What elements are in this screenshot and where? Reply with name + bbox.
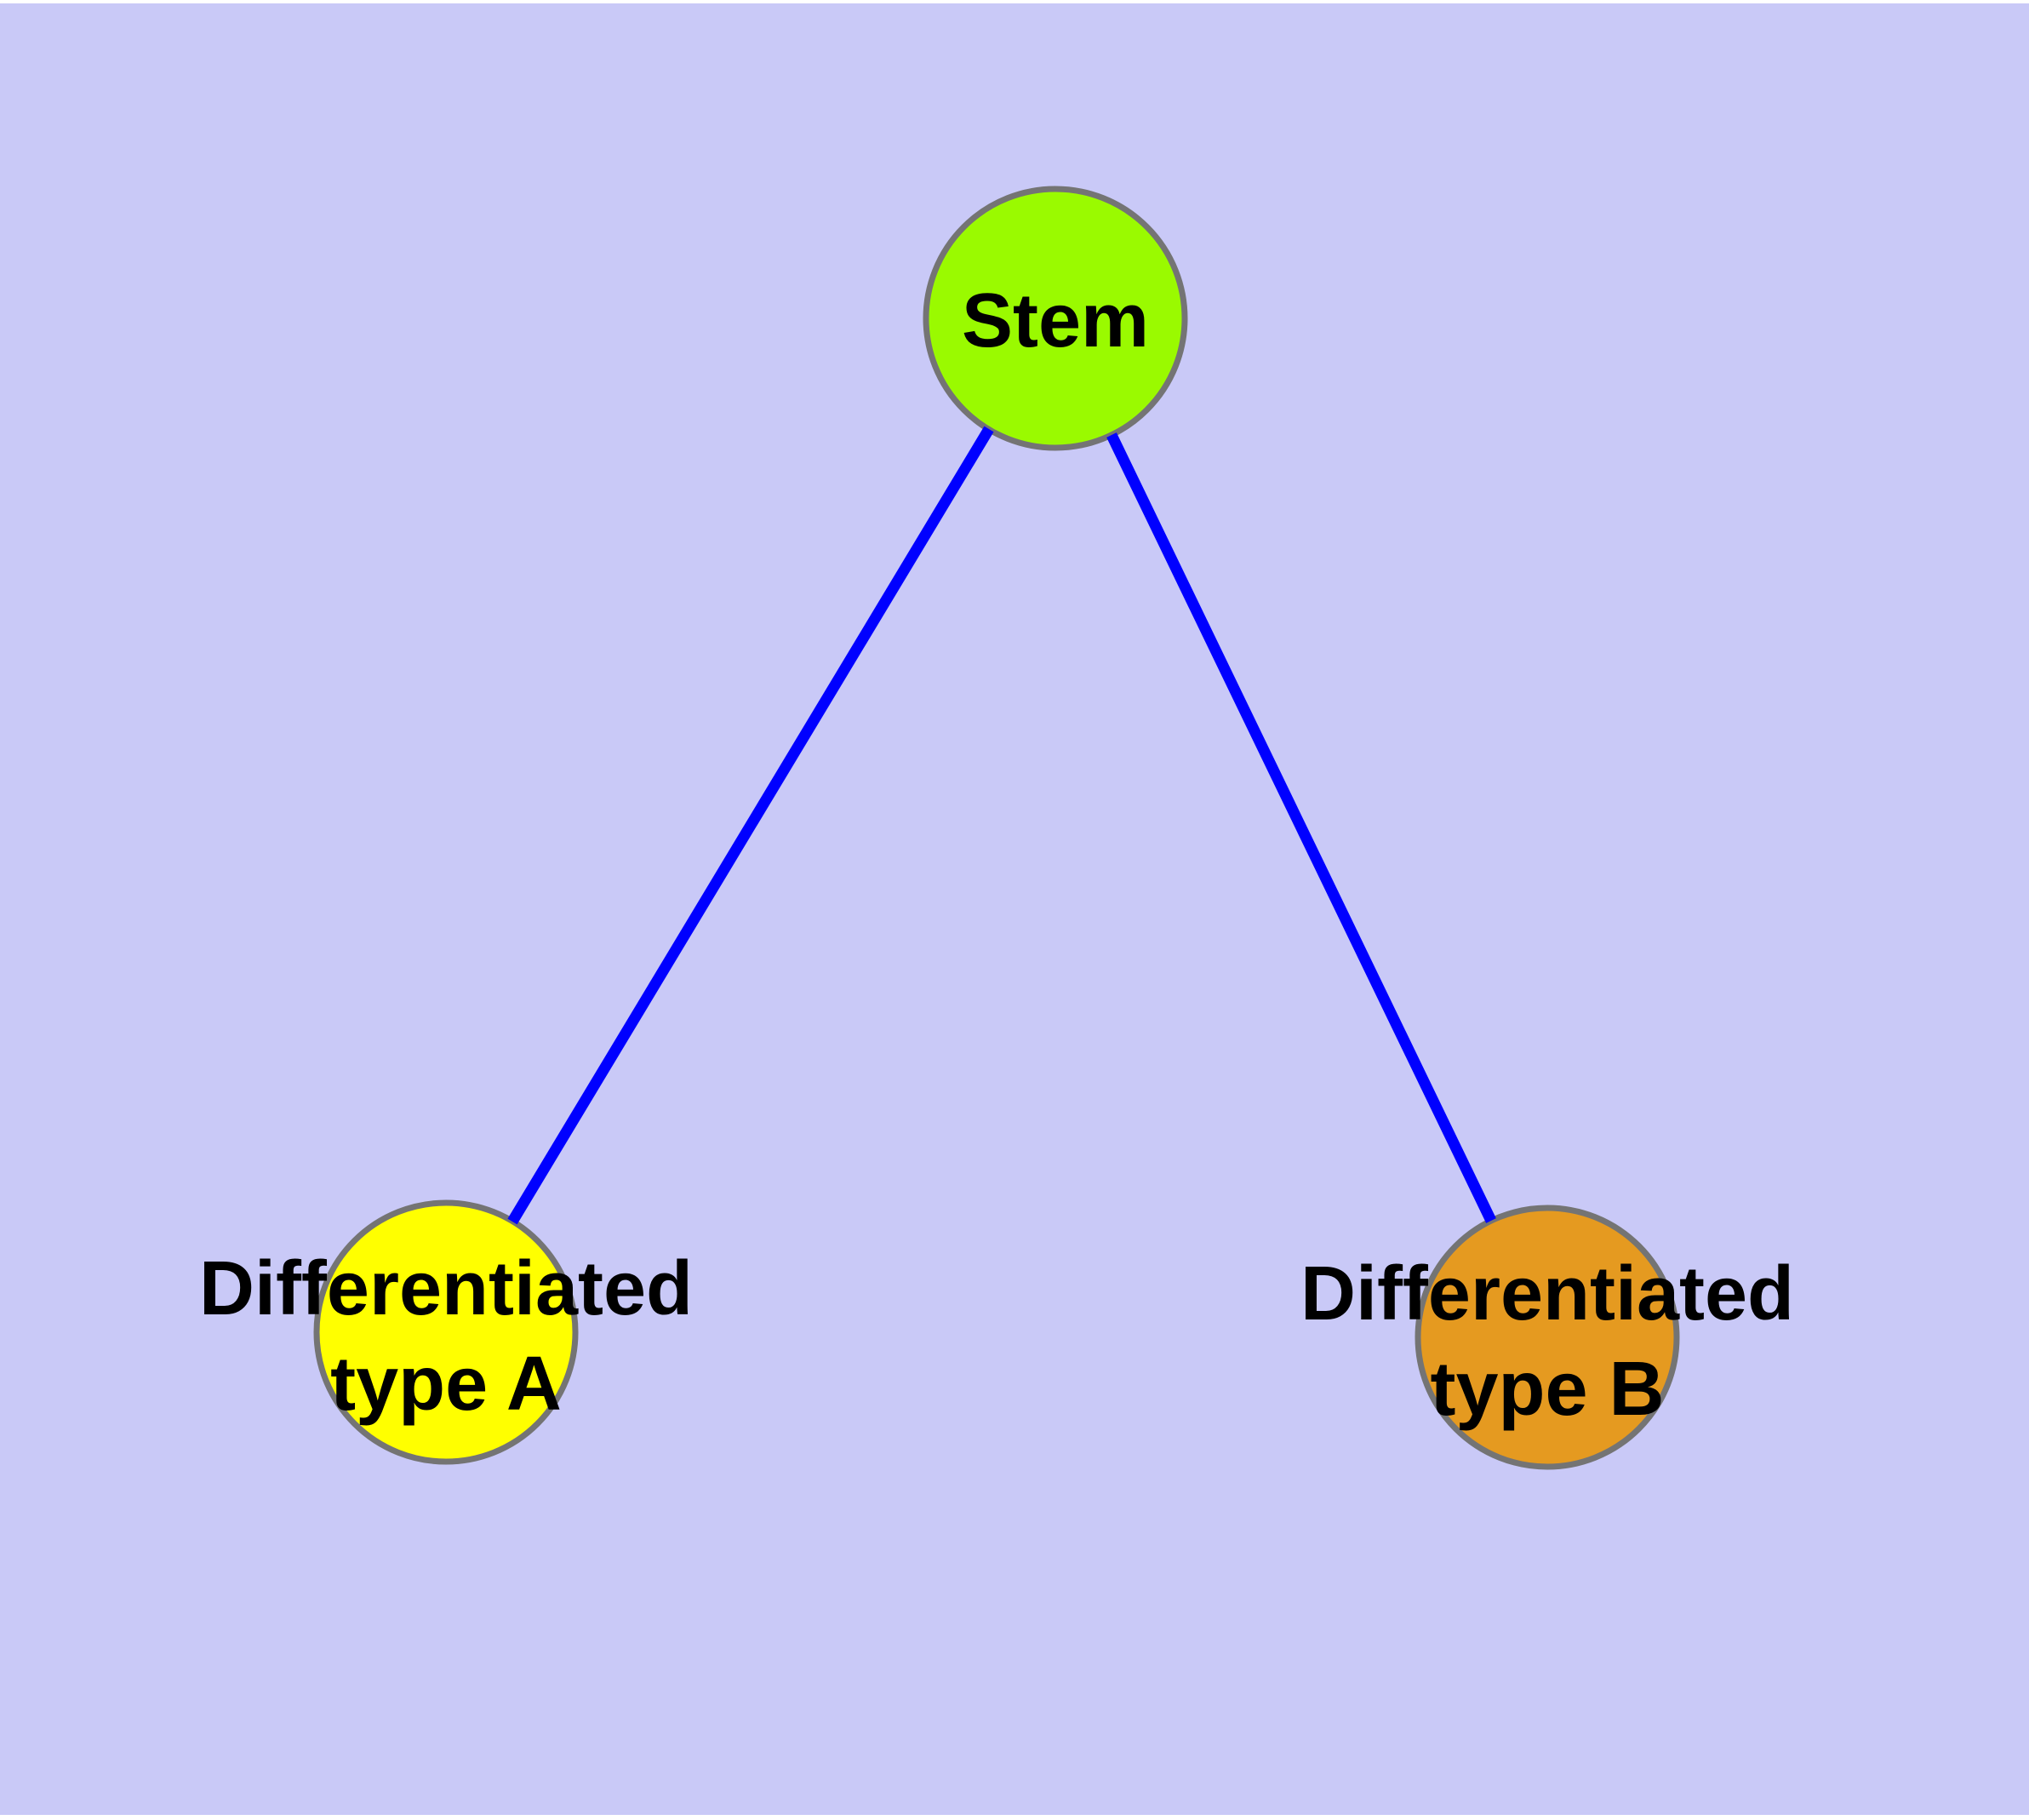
node-type-a-label-line2: type A	[330, 1342, 562, 1427]
edge-stem-to-type-a	[507, 426, 994, 1225]
edge-stem-to-type-b	[1106, 432, 1496, 1223]
node-type-b-label-line2: type B	[1430, 1347, 1664, 1432]
node-stem	[923, 186, 1188, 451]
node-type-a	[313, 1199, 579, 1465]
node-type-a-label-line1: Differentiated	[199, 1246, 693, 1331]
node-type-b-label-line1: Differentiated	[1300, 1251, 1794, 1336]
node-type-b	[1415, 1205, 1680, 1470]
node-stem-label: Stem	[962, 278, 1149, 363]
